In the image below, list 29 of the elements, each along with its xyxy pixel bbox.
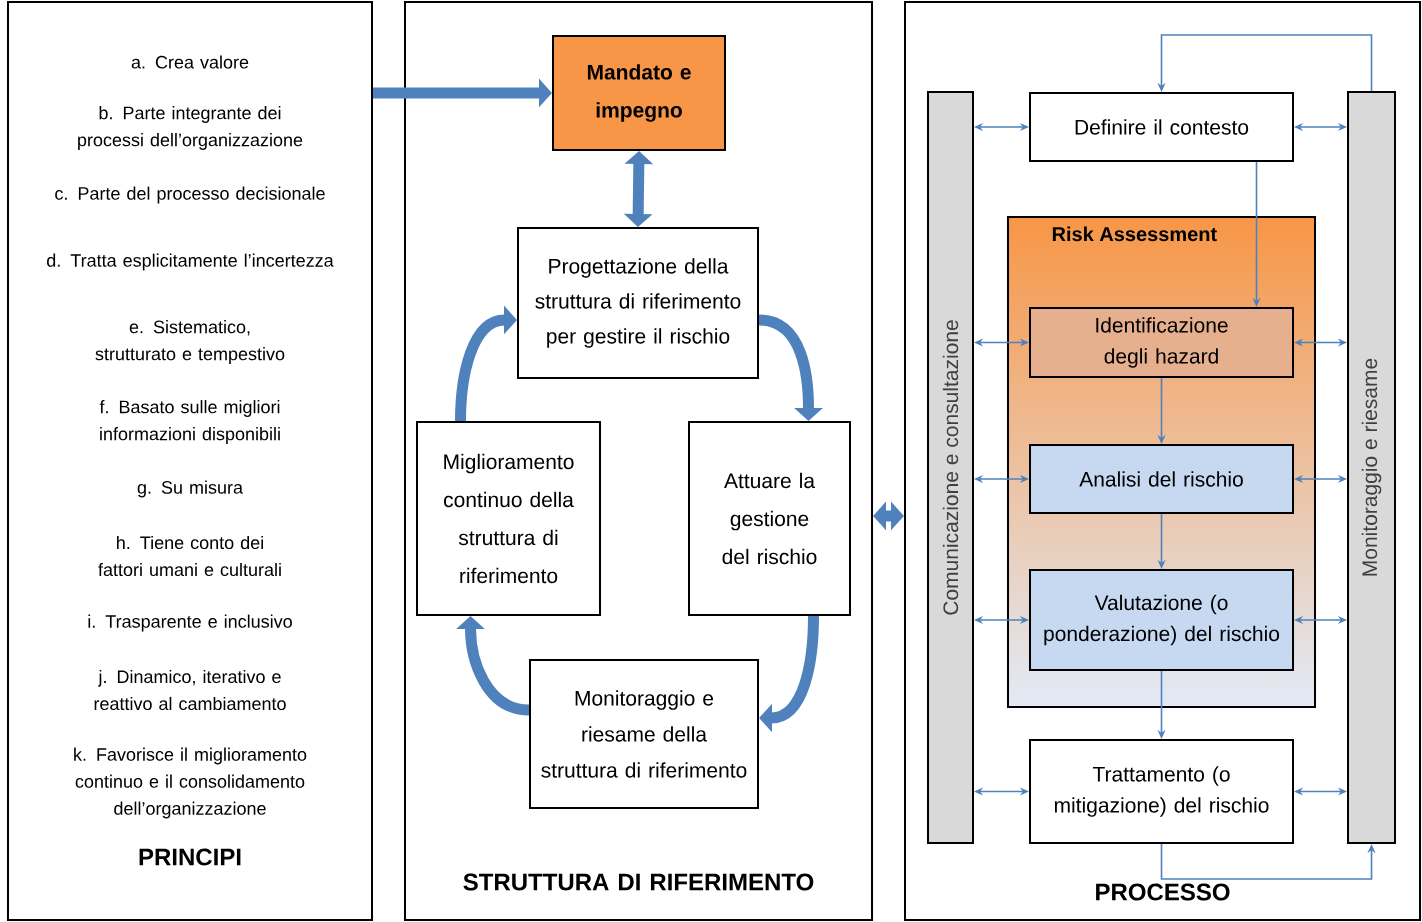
process-box: Mandato e impegno — [552, 35, 726, 151]
panel-title: STRUTTURA DI RIFERIMENTO — [463, 873, 814, 891]
list-item: k. Favorisce il miglioramento continuo e il consolidamento dell’organizzazione — [74, 747, 307, 819]
list-item: e. Sistematico, strutturato e tempestivo — [95, 320, 285, 364]
process-box: Definire il contesto — [1029, 92, 1294, 162]
list-item: j. Dinamico, iterativo e reattivo al cambiamento — [94, 669, 286, 711]
process-box: Monitoraggio e riesame della struttura di riferimento — [529, 659, 759, 809]
process-box: Trattamento (o mitigazione) del rischio — [1029, 739, 1294, 844]
side-bar: Monitoraggio e riesame — [1347, 91, 1396, 844]
panel-title: PRINCIPI — [139, 848, 241, 866]
panel-title: PROCESSO — [1096, 883, 1230, 901]
list-item: i. Trasparente e inclusivo — [88, 614, 292, 632]
list-item: g. Su misura — [137, 480, 243, 498]
list-item: b. Parte integrante dei processi dell’organizzazione — [78, 106, 303, 150]
list-item: f. Basato sulle migliori informazioni disponibili — [99, 400, 280, 444]
block-arrow — [759, 615, 819, 733]
process-box: Analisi del rischio — [1029, 444, 1294, 514]
block-arrow — [455, 305, 517, 422]
list-item: h. Tiene conto dei fattori umani e culturali — [98, 535, 281, 577]
process-box: Valutazione (o ponderazione) del rischio — [1029, 569, 1294, 671]
process-box: Attuare la gestione del rischio — [688, 421, 851, 616]
list-item: c. Parte del processo decisionale — [55, 186, 325, 204]
side-bar: Comunicazione e consultazione — [927, 91, 974, 844]
block-arrow — [873, 501, 904, 531]
process-box: Miglioramento continuo della struttura di riferimento — [416, 421, 601, 616]
list-item: a. Crea valore — [131, 55, 249, 69]
process-box: Identificazione degli hazard — [1029, 307, 1294, 378]
process-box: Progettazione della struttura di riferimento per gestire il rischio — [517, 227, 759, 379]
list-item: d. Tratta esplicitamente l’incertezza — [47, 253, 334, 271]
